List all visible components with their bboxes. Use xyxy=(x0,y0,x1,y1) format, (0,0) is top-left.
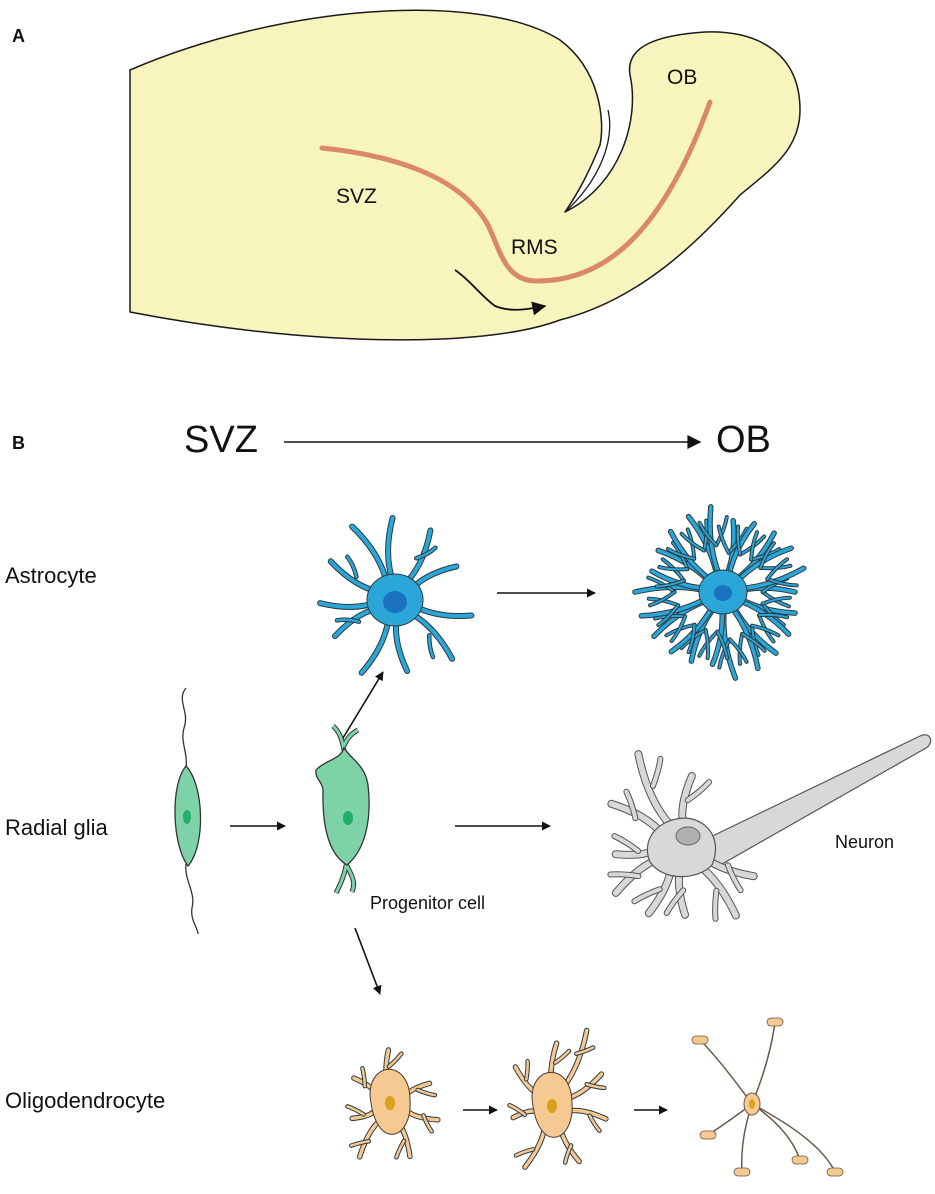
rms-label: RMS xyxy=(511,236,558,259)
row-label-astrocyte: Astrocyte xyxy=(5,563,97,588)
oligodendrocyte-precursor-cell xyxy=(345,1047,441,1160)
arrow-progenitor-to-oligodendrocyte xyxy=(354,927,382,995)
astrocyte-young-cell xyxy=(317,515,475,676)
astrocyte-mature-cell xyxy=(632,504,807,681)
neuron-label: Neuron xyxy=(835,832,894,852)
ob-label: OB xyxy=(667,66,697,89)
progenitor-nucleus xyxy=(343,811,353,825)
flow-from-label: SVZ xyxy=(184,419,258,461)
row-label-radial-glia: Radial glia xyxy=(5,815,108,840)
row-label-oligodendrocyte: Oligodendrocyte xyxy=(5,1088,165,1113)
progenitor-cell-label: Progenitor cell xyxy=(370,893,485,913)
arrow-progenitor-to-astrocyte xyxy=(342,671,384,739)
svz-label: SVZ xyxy=(336,185,377,208)
migration-stream-line xyxy=(319,99,713,284)
neuron-axon xyxy=(699,734,932,869)
brain-sagittal-section xyxy=(129,9,801,341)
olfactory-bulb-fissure xyxy=(564,109,611,213)
neuron-nucleus xyxy=(675,826,701,846)
flow-to-label: OB xyxy=(716,419,771,461)
oligodendrocyte-mature-cell xyxy=(691,1017,844,1177)
brain-cortex xyxy=(129,9,801,341)
panel-b-letter: B xyxy=(12,433,25,453)
radial-glia-cell xyxy=(174,687,202,935)
migration-arrow xyxy=(454,269,547,316)
panel-a-letter: A xyxy=(12,26,25,46)
neuron-cell xyxy=(607,734,932,922)
radial-glia-nucleus xyxy=(183,810,191,824)
oligodendrocyte-immature-cell xyxy=(507,1027,609,1170)
progenitor-cell xyxy=(315,724,370,895)
